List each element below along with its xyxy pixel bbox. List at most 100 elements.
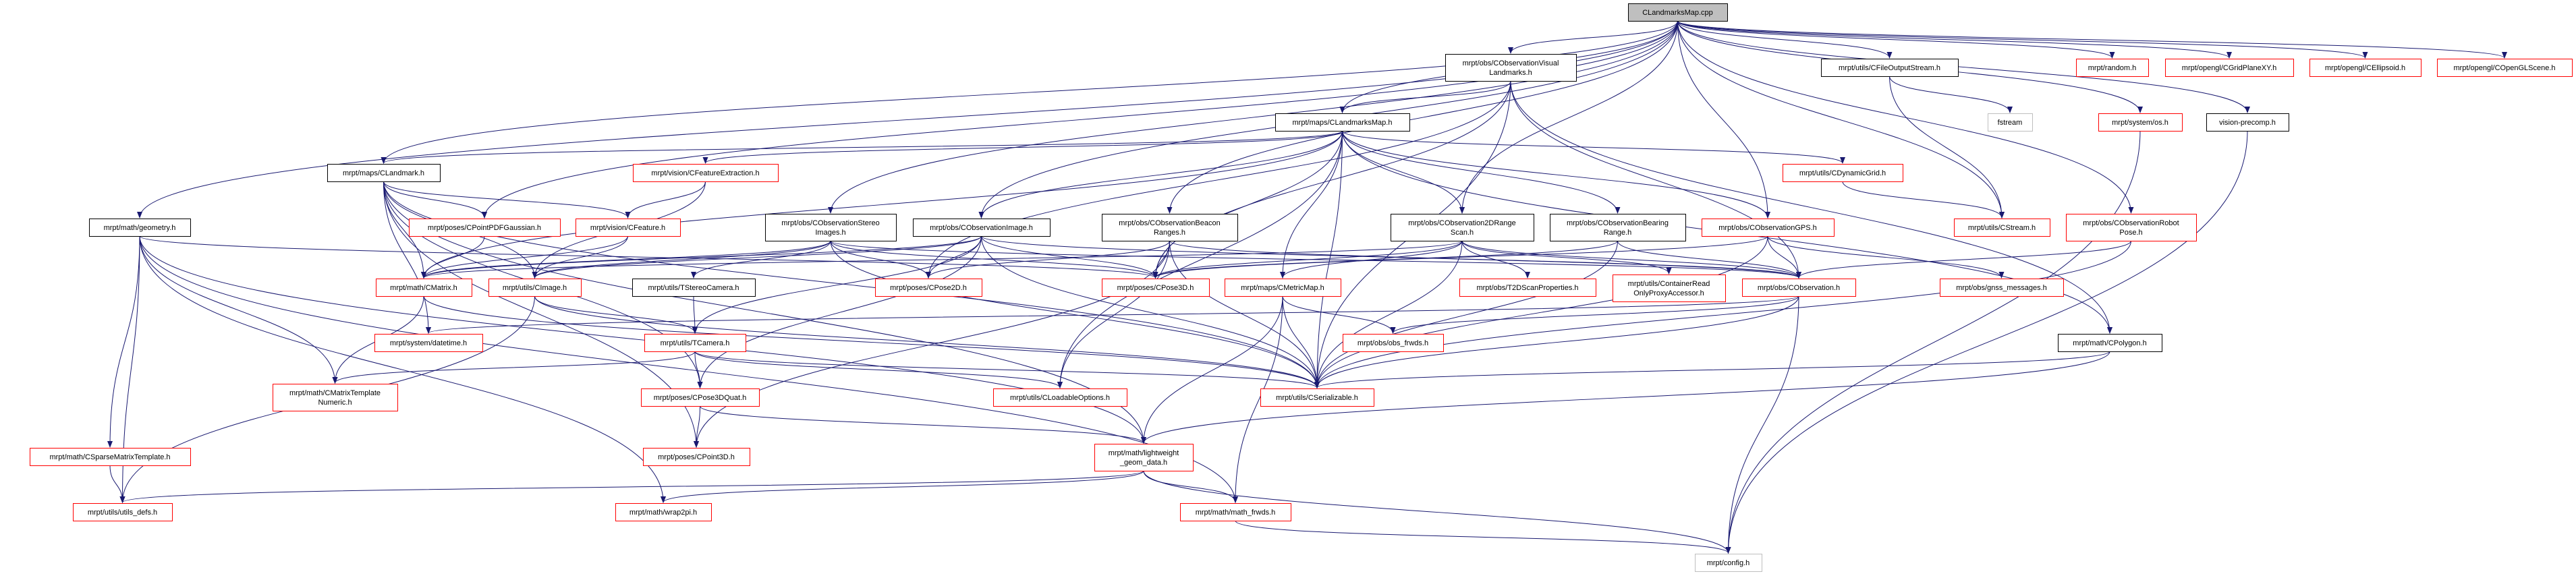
node-lmap[interactable]: mrpt/maps/CLandmarksMap.h [1275,113,1410,132]
edge-polygon-to-lightweight [1141,351,2110,444]
edge-lmap-to-bearing [1342,130,1621,214]
node-tcamera[interactable]: mrpt/utils/TCamera.h [644,334,746,352]
node-box [1102,279,1210,297]
node-cpp[interactable]: CLandmarksMap.cpp [1628,3,1728,22]
node-gnss[interactable]: mrpt/obs/gnss_messages.h [1940,279,2064,297]
node-dyngrid[interactable]: mrpt/utils/CDynamicGrid.h [1783,164,1903,182]
node-mathfrwds[interactable]: mrpt/math/math_frwds.h [1180,503,1291,521]
edge-tcamera-to-cmtn [332,351,696,384]
node-label: _geom_data.h [1119,459,1167,467]
edge-cpp-to-landmark [381,20,1678,164]
node-label: mrpt/maps/CLandmark.h [343,169,424,177]
node-label: mrpt/utils/CImage.h [503,284,567,292]
edge-featext-to-feature [625,181,706,219]
edge-obsimg-to-cimage [532,235,982,279]
node-cimage[interactable]: mrpt/utils/CImage.h [488,279,582,297]
node-obsimg[interactable]: mrpt/obs/CObservationImage.h [913,219,1051,237]
node-pose3dquat[interactable]: mrpt/poses/CPose3DQuat.h [641,388,760,407]
node-metricmap[interactable]: mrpt/maps/CMetricMap.h [1225,279,1341,297]
node-pose3d[interactable]: mrpt/poses/CPose3D.h [1102,279,1210,297]
node-loadable[interactable]: mrpt/utils/CLoadableOptions.h [993,388,1127,407]
node-vprecomp[interactable]: vision-precomp.h [2206,113,2289,132]
node-container[interactable]: mrpt/utils/ContainerReadOnlyProxyAccesso… [1613,274,1726,302]
edge-os-to-config [1725,130,2141,554]
node-utilsdefs[interactable]: mrpt/utils/utils_defs.h [73,503,173,521]
node-ellipsoid[interactable]: mrpt/opengl/CEllipsoid.h [2309,59,2421,77]
node-label: mrpt/obs/CObservationStereo [781,219,880,227]
node-polygon[interactable]: mrpt/math/CPolygon.h [2058,334,2162,352]
node-obs[interactable]: mrpt/obs/CObservation.h [1742,279,1856,297]
node-box [644,334,746,352]
node-label: mrpt/math/lightweight [1109,449,1179,457]
node-label: mrpt/utils/utils_defs.h [88,509,157,517]
node-fos[interactable]: mrpt/utils/CFileOutputStream.h [1821,59,1959,77]
node-cstream[interactable]: mrpt/utils/CStream.h [1954,219,2050,237]
edge-cpp-to-robotpose [1677,20,2134,214]
edge-range2d-to-serial [1314,240,1463,388]
node-point3d[interactable]: mrpt/poses/CPoint3D.h [643,448,750,466]
node-obsfrwds[interactable]: mrpt/obs/obs_frwds.h [1343,334,1444,352]
node-os[interactable]: mrpt/system/os.h [2098,113,2183,132]
node-t2dscan[interactable]: mrpt/obs/T2DScanProperties.h [1459,279,1596,297]
node-scene[interactable]: mrpt/opengl/COpenGLScene.h [2437,59,2573,77]
edge-cpp-to-fos [1677,20,1893,59]
edge-fos-to-fstream [1889,76,2013,113]
node-geometry[interactable]: mrpt/math/geometry.h [89,219,191,237]
node-sparse[interactable]: mrpt/math/CSparseMatrixTemplate.h [30,448,191,466]
node-serial[interactable]: mrpt/utils/CSerializable.h [1260,388,1374,407]
edge-feature-to-cimage [532,235,628,279]
node-label: mrpt/poses/CPose2D.h [890,284,967,292]
edge-cpp-to-ppdf [482,20,1678,219]
node-box [576,219,681,237]
node-label: mrpt/utils/CSerializable.h [1276,394,1358,402]
node-pose2d[interactable]: mrpt/poses/CPose2D.h [875,279,982,297]
edge-stereo-to-pose3d [830,240,1158,279]
edge-cpp-to-stereo [828,20,1678,214]
node-grid[interactable]: mrpt/opengl/CGridPlaneXY.h [2165,59,2294,77]
node-random[interactable]: mrpt/random.h [2076,59,2149,77]
edge-tcamera-to-pose3dquat [694,351,703,388]
node-box [1628,3,1728,22]
edge-landmark-to-datetime [383,181,431,334]
node-label: Pose.h [2119,229,2142,237]
edge-obs-to-serial [1314,295,1799,388]
node-label: mrpt/obs/CObservationVisual [1463,59,1559,67]
node-label: Ranges.h [1154,229,1185,237]
node-featext[interactable]: mrpt/vision/CFeatureExtraction.h [633,164,779,182]
node-box [1613,274,1726,302]
node-ppdf[interactable]: mrpt/poses/CPointPDFGaussian.h [409,219,561,237]
edge-stereo-to-tstereo [691,240,831,279]
edge-feature-to-cmatrix [421,235,628,279]
node-box [2058,334,2162,352]
edge-cpp-to-gps [1677,20,1770,219]
edge-stereo-to-cmatrix [421,240,831,279]
node-lightweight[interactable]: mrpt/math/lightweight _geom_data.h [1094,444,1194,471]
node-fstream[interactable]: fstream [1988,113,2033,132]
node-box [1742,279,1856,297]
edge-pose3dquat-to-point3d [694,405,700,448]
edge-lightweight-to-utilsdefs [119,470,1144,503]
node-config[interactable]: mrpt/config.h [1695,554,1762,572]
node-tstereo[interactable]: mrpt/utils/TStereoCamera.h [632,279,756,297]
node-feature[interactable]: mrpt/vision/CFeature.h [576,219,681,237]
node-cmatrix[interactable]: mrpt/math/CMatrix.h [376,279,472,297]
edge-lightweight-to-mathfrwds [1143,470,1238,503]
node-landmark[interactable]: mrpt/maps/CLandmark.h [327,164,441,182]
node-label: mrpt/opengl/CEllipsoid.h [2325,64,2405,72]
node-wrap2pi[interactable]: mrpt/math/wrap2pi.h [615,503,712,521]
node-gps[interactable]: mrpt/obs/CObservationGPS.h [1702,219,1835,237]
edge-beacon-to-serial [1169,240,1320,388]
node-datetime[interactable]: mrpt/system/datetime.h [374,334,483,352]
node-box [2437,59,2573,77]
node-box [641,388,760,407]
edge-cmatrix-to-serial [423,295,1320,388]
node-label: mrpt/obs/CObservationRobot [2083,219,2179,227]
node-label: mrpt/math/CMatrix.h [390,284,457,292]
